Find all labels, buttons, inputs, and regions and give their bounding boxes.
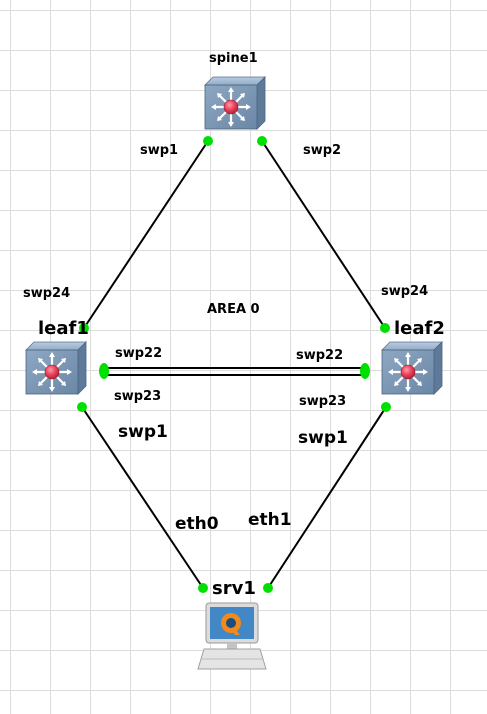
port-label-srv1-eth1: eth1 [248,510,292,530]
leaf1-switch-node[interactable] [24,340,88,396]
link-spine1-leaf2[interactable] [261,140,386,329]
link-leaf1-srv1[interactable] [81,406,204,589]
port-label-leaf2-swp1: swp1 [298,428,348,448]
port-label-spine1-swp1: swp1 [140,143,179,158]
leaf2-label: leaf2 [394,318,445,339]
spine1-switch-node[interactable] [203,75,267,131]
port-label-leaf1-swp1: swp1 [118,422,168,442]
port-label-leaf2-swp22: swp22 [296,348,344,363]
link-leaf2-srv1[interactable] [267,406,387,589]
switch-icon [24,340,88,396]
port-label-srv1-eth0: eth0 [175,514,219,534]
port-label-leaf2-swp23: swp23 [299,394,347,409]
links [81,140,387,589]
qemu-host-icon [197,602,267,670]
port-srv1-eth1[interactable] [263,583,273,593]
leaf1-label: leaf1 [38,318,89,339]
port-leaf2-swp24[interactable] [380,323,390,333]
port-indicators [77,136,391,593]
switch-icon [203,75,267,131]
port-leaf1-swp1[interactable] [77,402,87,412]
srv1-label: srv1 [212,578,256,599]
switch-icon [380,340,444,396]
spine1-label: spine1 [209,51,258,66]
leaf2-switch-node[interactable] [380,340,444,396]
port-label-leaf1-swp24: swp24 [23,286,71,301]
port-leaf2-swp22-23[interactable] [360,363,370,379]
port-leaf2-swp1[interactable] [381,402,391,412]
port-label-leaf1-swp22: swp22 [115,346,163,361]
srv1-host-node[interactable] [197,602,267,670]
port-leaf1-swp24[interactable] [79,323,89,333]
link-spine1-leaf1[interactable] [83,140,209,329]
port-label-leaf2-swp24: swp24 [381,284,429,299]
port-label-leaf1-swp23: swp23 [114,389,162,404]
port-label-spine1-swp2: swp2 [303,143,342,158]
area-label: AREA 0 [207,302,260,317]
port-srv1-eth0[interactable] [198,583,208,593]
port-spine1-swp2[interactable] [257,136,267,146]
port-leaf1-swp22-23[interactable] [99,363,109,379]
port-spine1-swp1[interactable] [203,136,213,146]
